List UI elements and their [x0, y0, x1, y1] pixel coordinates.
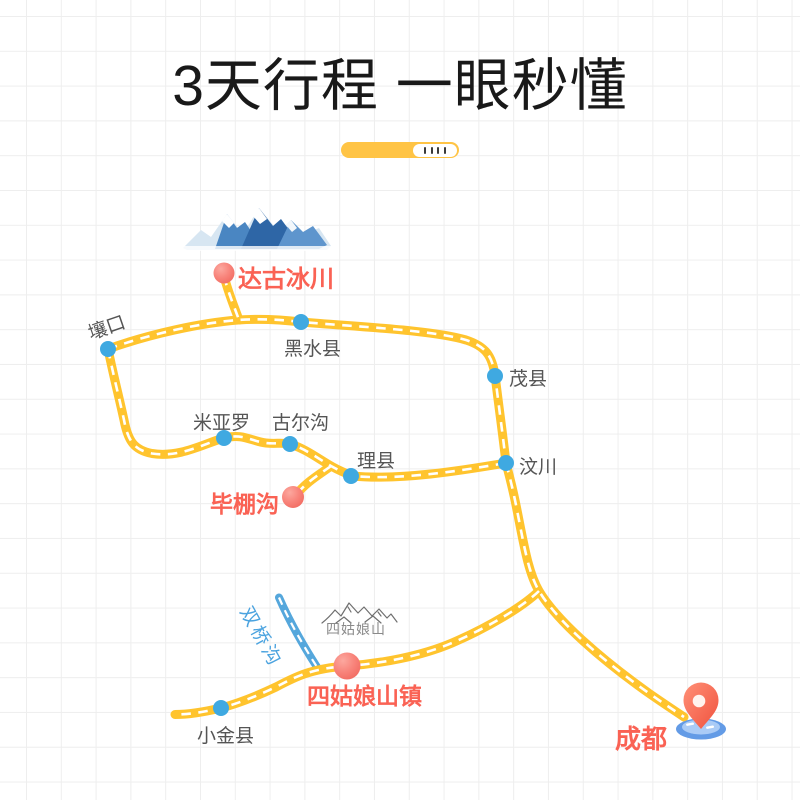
progress-thumb [413, 143, 457, 157]
dot-heishui [293, 314, 309, 330]
label-heishui: 黑水县 [284, 339, 342, 360]
label-miyaluo: 米亚罗 [193, 413, 251, 434]
chengdu-pin-icon [676, 682, 726, 740]
glacier-icon [181, 208, 333, 251]
dot-rangkou [100, 341, 116, 357]
label-siguniang-mountain: 四姑娘山 [326, 621, 386, 637]
dot-siguniang-town [333, 652, 361, 680]
dot-wenchuan [498, 455, 514, 471]
siguniang-mountain-sketch-icon [321, 602, 398, 624]
label-maoxian: 茂县 [509, 369, 548, 390]
tick-mark-icon [424, 146, 427, 154]
label-wenchuan: 汶川 [519, 457, 558, 478]
dot-xiaojin [213, 700, 229, 716]
route-roads [103, 271, 689, 722]
tick-mark-icon [430, 146, 433, 154]
label-xiaojin: 小金县 [197, 726, 255, 747]
label-lixian: 理县 [357, 451, 396, 472]
dot-guergou [282, 436, 298, 452]
label-dagu-glacier: 达古冰川 [238, 266, 334, 293]
shuangqiaogou-road [275, 593, 321, 671]
tick-mark-icon [443, 146, 446, 154]
dot-bipenggou [282, 486, 304, 508]
waypoint-dots [100, 314, 514, 716]
dot-lixian [343, 468, 359, 484]
progress-indicator [341, 142, 459, 158]
tick-mark-icon [437, 146, 440, 154]
label-bipenggou: 毕棚沟 [210, 491, 279, 517]
road-south-to-chengdu [501, 458, 689, 722]
dot-miyaluo [216, 430, 232, 446]
label-guergou: 古尔沟 [272, 413, 330, 434]
highlight-dots [213, 262, 361, 680]
dot-maoxian [487, 368, 503, 384]
label-chengdu: 成都 [615, 724, 668, 754]
label-siguniang-town: 四姑娘山镇 [307, 683, 422, 709]
page-title: 3天行程 一眼秒懂 [172, 54, 628, 118]
dot-dagu-glacier [213, 262, 235, 284]
